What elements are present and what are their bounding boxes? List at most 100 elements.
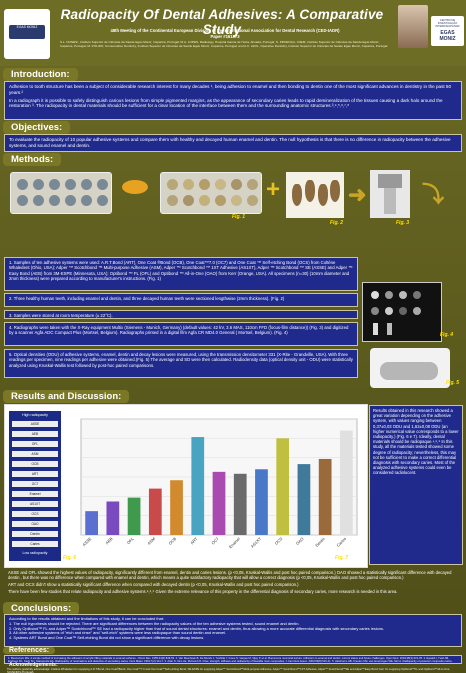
x-tick-label: AS1XT	[250, 536, 263, 549]
results-bottom-p2: ART and OCS didn't show a statistically …	[8, 582, 299, 588]
references-text: 1. Buonocore MG. A simple method of incr…	[4, 655, 462, 664]
author-photo	[398, 5, 428, 48]
tooth-sections-photo	[286, 172, 344, 218]
fig-3-label: Fig. 3	[396, 220, 410, 226]
x-tick-label: OCS	[274, 536, 284, 546]
results-bottom-p1: ASSE and OFL showed the highest values o…	[8, 570, 452, 581]
bar	[85, 511, 98, 535]
methods-item-4: 4. Radiographs were taken with the X-Ray…	[4, 322, 358, 346]
poster-title: Radiopacity Of Dental Adhesives: A Compa…	[60, 7, 384, 37]
bar	[276, 438, 290, 535]
arrow-right-icon: ➜	[348, 182, 367, 207]
bar	[255, 469, 268, 535]
legend-item: Enamel	[12, 491, 58, 497]
xray-equipment-photo	[370, 170, 410, 218]
logo-right-caption: CENTRO DE INVESTIGAÇÃO INTERDISCIPLINAR	[435, 19, 460, 28]
plus-icon: +	[266, 176, 281, 203]
results-bottom-p3: There have been few studies that relate …	[8, 589, 398, 595]
conclusion-item-1: 1. The null hypothesis should be rejecte…	[9, 620, 300, 626]
bar	[191, 437, 205, 535]
methods-figures: Fig. 1 + Fig. 2 ➜ Fig. 3 ⤵	[4, 170, 462, 254]
legend-title: High radiopacity	[22, 413, 48, 417]
logo-right-name: EGAS MONIZ	[439, 30, 456, 42]
conclusion-item-2: 2. Only Optibond™ FL and Adper™ Scotchbo…	[9, 625, 385, 631]
introduction-box: Adhesion to tooth structure has been a s…	[4, 81, 462, 120]
x-tick-label: OCB	[168, 536, 178, 546]
x-tick-label: AEB	[104, 536, 113, 545]
legend-bottom: Low radiopacity	[22, 551, 48, 555]
methods-item-2: 2. Three healthy human teeth, including …	[4, 293, 358, 307]
objectives-paragraph: To evaluate the radiopacity of 10 popula…	[9, 137, 451, 148]
bar	[318, 458, 332, 535]
conclusions-box: According to the results obtained and th…	[4, 614, 462, 647]
arrow-curve-icon: ⤵	[422, 182, 445, 207]
conclusion-item-3: 3. All other adhesive systems of "etch a…	[9, 630, 227, 636]
results-discussion-text: Results obtained in this research showed…	[369, 405, 463, 565]
legend-item: OC7	[12, 481, 58, 487]
fig-4-label: Fig. 4	[440, 332, 454, 338]
objectives-box: To evaluate the radiopacity of 10 popula…	[4, 134, 462, 152]
egas-moniz-logo-left: EGAS MONIZ	[4, 9, 50, 59]
conclusions-intro: According to the results obtained and th…	[9, 616, 164, 621]
legend-item: ART	[12, 471, 58, 477]
fig-7-label: Fig. 7	[335, 555, 349, 561]
fig-6-label: Fig. 6	[63, 555, 77, 561]
legend-item: ASSE	[12, 421, 58, 427]
bar	[170, 480, 183, 535]
x-tick-label: OFL	[126, 536, 136, 546]
radiograph-image	[362, 282, 442, 342]
results-bottom-text: ASSE and OFL showed the highest values o…	[4, 568, 462, 602]
sample-tray-empty	[10, 172, 112, 214]
x-tick-label: Enamel	[228, 536, 241, 549]
introduction-paragraph-1: Adhesion to tooth structure has been a s…	[9, 84, 452, 95]
legend-item: Dentin	[12, 531, 58, 537]
bar	[233, 473, 247, 535]
bar	[106, 501, 120, 535]
x-tick-label: ART	[189, 536, 199, 546]
methods-item-5: 5. Optical densities (ODU) of adhesive s…	[4, 349, 358, 378]
bar	[148, 488, 162, 535]
legend-item: OCS	[12, 511, 58, 517]
logo-left-text: EGAS MONIZ	[9, 25, 45, 39]
legend-item: ASM	[12, 451, 58, 457]
x-tick-label: Caries	[335, 536, 347, 548]
ciiem-logo-right: CENTRO DE INVESTIGAÇÃO INTERDISCIPLINAR …	[431, 16, 464, 46]
legend-item: OAO	[12, 521, 58, 527]
introduction-paragraph-2: In a radiograph it is possible to safely…	[9, 97, 443, 109]
legend-item: AEB	[12, 431, 58, 437]
introduction-heading: Introduction:	[3, 68, 78, 81]
poster-header: EGAS MONIZ Radiopacity Of Dental Adhesiv…	[0, 0, 466, 66]
results-heading: Results and Discussion:	[3, 390, 130, 403]
bar	[212, 471, 226, 535]
adhesive-disc	[122, 180, 148, 194]
methods-heading: Methods:	[3, 153, 62, 166]
authors-affiliations: S.L. NUNES¹, Instituto Superior de Ciênc…	[60, 40, 388, 48]
legend-item: Caries	[12, 541, 58, 547]
objectives-heading: Objectives:	[3, 121, 71, 134]
densitometer-photo	[370, 348, 450, 388]
x-tick-label: OC7	[210, 536, 220, 546]
legend-item: AS1XT	[12, 501, 58, 507]
x-tick-label: ASM	[146, 536, 156, 546]
fig-1-label: Fig. 1	[232, 214, 246, 220]
acknowledgements-text: The authors gratefully acknowledge: Colt…	[7, 668, 450, 673]
bar	[340, 430, 353, 535]
references-heading: References:	[3, 647, 56, 654]
conclusion-item-4: 4. Systems ART Bond and One Coat™ Self-e…	[9, 635, 205, 641]
x-tick-label: ASSE	[81, 536, 92, 547]
legend-item: OFL	[12, 441, 58, 447]
x-tick-label: Dentin	[314, 536, 326, 548]
methods-item-1: 1. Samples of ten adhesive systems were …	[4, 257, 358, 291]
fig-5-label: Fig. 5	[446, 380, 460, 386]
methods-item-3: 3. Samples were stored at room temperatu…	[4, 310, 358, 319]
bar	[127, 497, 141, 535]
x-tick-label: OAO	[295, 536, 305, 546]
conclusions-heading: Conclusions:	[3, 602, 80, 615]
acknowledgements-heading: Acknowledgements:	[9, 662, 58, 668]
legend-item: OCB	[12, 461, 58, 467]
bar	[297, 464, 311, 535]
fig-2-label: Fig. 2	[330, 220, 344, 226]
